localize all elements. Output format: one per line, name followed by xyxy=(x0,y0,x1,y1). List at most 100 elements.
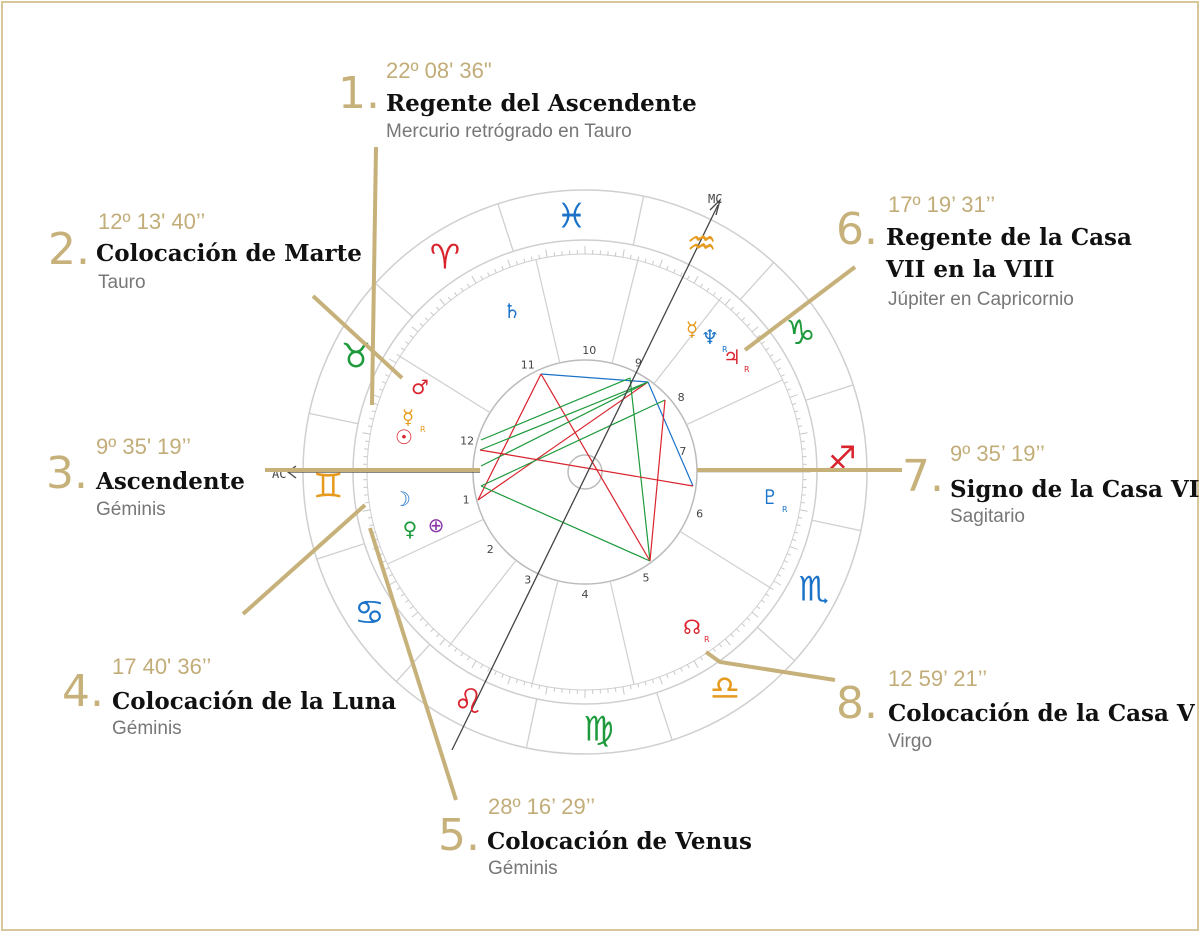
house-cusp-line xyxy=(679,530,771,589)
degree-tick xyxy=(700,283,704,288)
degree-tick xyxy=(530,256,533,261)
degree-tick xyxy=(507,676,511,685)
degree-tick xyxy=(553,687,556,692)
degree-tick xyxy=(686,664,690,669)
leader-line-6 xyxy=(743,265,857,352)
sign-divider xyxy=(497,203,514,252)
degree-tick xyxy=(680,667,683,672)
degree-tick xyxy=(411,326,419,333)
degree-tick xyxy=(659,259,663,268)
house-number: 2 xyxy=(487,543,494,556)
degree-tick xyxy=(480,275,484,280)
pisces-sign-icon: ♓ xyxy=(556,196,586,236)
venus-planet-icon: ♀ xyxy=(403,517,418,541)
annotation-number: 5. xyxy=(438,810,480,861)
degree-tick xyxy=(796,524,801,527)
degree-tick xyxy=(365,440,370,443)
annotation-number: 7. xyxy=(902,451,944,502)
degree-tick xyxy=(396,587,401,591)
degree-ticks xyxy=(359,246,811,698)
annotation-title: Regente del Ascendente xyxy=(386,90,697,117)
house-cusp-line xyxy=(653,299,720,385)
degree-tick xyxy=(736,628,740,633)
degree-tick xyxy=(780,567,785,570)
degree-tick xyxy=(371,410,376,413)
house-number: 5 xyxy=(643,572,650,585)
mc-label: MC xyxy=(708,192,722,206)
degree-tick xyxy=(724,638,731,646)
annotation-number: 3. xyxy=(46,448,88,499)
sun-sign-mercury-planet-icon: ☿ xyxy=(686,317,698,341)
degree-tick xyxy=(553,252,556,257)
degree-tick xyxy=(501,265,504,271)
sign-divider xyxy=(374,282,414,318)
degree-tick xyxy=(369,524,374,527)
degree-tick xyxy=(629,254,632,259)
degree-tick xyxy=(538,685,541,690)
degree-tick xyxy=(786,388,792,391)
annotation-degree: 17º 19’ 31’’ xyxy=(888,192,996,217)
degree-tick xyxy=(741,623,746,627)
degree-tick xyxy=(777,573,782,577)
degree-tick xyxy=(794,410,799,413)
degree-tick xyxy=(798,425,803,428)
degree-tick xyxy=(783,560,789,563)
degree-tick xyxy=(700,656,704,661)
house-number: 7 xyxy=(679,445,686,458)
retrograde-label: R xyxy=(782,505,788,514)
house-number: 4 xyxy=(582,588,589,601)
degree-tick xyxy=(545,249,548,258)
degree-tick xyxy=(471,276,477,284)
aspect-line xyxy=(629,377,651,562)
degree-tick xyxy=(746,323,751,327)
aspect-line xyxy=(479,381,649,451)
degree-tick xyxy=(501,673,504,679)
annotation-number: 6. xyxy=(836,204,878,255)
retrograde-label: R xyxy=(704,635,710,644)
degree-tick xyxy=(780,374,785,377)
annotation-title: Ascendente xyxy=(96,468,245,495)
degree-tick xyxy=(773,358,781,364)
degree-tick xyxy=(362,509,371,512)
degree-tick xyxy=(761,341,765,345)
annotation-title: Colocación de la Casa V xyxy=(888,700,1195,727)
sagittarius-sign-icon: ♐ xyxy=(826,440,856,480)
degree-tick xyxy=(800,440,805,443)
degree-tick xyxy=(419,323,424,327)
sign-divider xyxy=(756,626,796,662)
annotation-subtitle: Sagitario xyxy=(950,506,1025,527)
degree-tick xyxy=(765,593,770,597)
degree-tick xyxy=(405,599,409,603)
degree-tick xyxy=(794,531,799,534)
annotation-subtitle: Géminis xyxy=(96,499,166,520)
degree-tick xyxy=(666,673,669,679)
retrograde-label: R xyxy=(722,345,728,354)
degree-tick xyxy=(706,287,710,292)
degree-tick xyxy=(644,681,647,686)
degree-tick xyxy=(430,628,434,633)
house-cusp-line xyxy=(399,355,491,414)
annotation-degree: 12º 13' 40’’ xyxy=(98,209,206,234)
leader-line-5 xyxy=(368,527,458,801)
degree-tick xyxy=(487,272,490,277)
house-cusp-line xyxy=(387,518,484,565)
sign-divider xyxy=(309,412,359,425)
house-number: 1 xyxy=(463,493,470,506)
degree-tick xyxy=(761,599,765,603)
annotation-title: Signo de la Casa VII xyxy=(950,476,1200,503)
degree-tick xyxy=(724,298,731,306)
annotation-title: Colocación de Marte xyxy=(96,240,362,267)
degree-tick xyxy=(798,516,803,519)
degree-tick xyxy=(769,353,774,357)
annotation-subtitle: Virgo xyxy=(888,731,933,752)
degree-tick xyxy=(494,670,497,676)
degree-tick xyxy=(756,605,761,610)
degree-tick xyxy=(409,605,414,610)
degree-tick xyxy=(659,676,663,685)
house-cusp-line xyxy=(450,559,517,645)
aquarius-sign-icon: ♒ xyxy=(686,224,716,264)
annotation-subtitle: Tauro xyxy=(98,272,146,293)
annotation-degree: 17 40' 36’’ xyxy=(112,654,212,679)
degree-tick xyxy=(430,311,434,316)
